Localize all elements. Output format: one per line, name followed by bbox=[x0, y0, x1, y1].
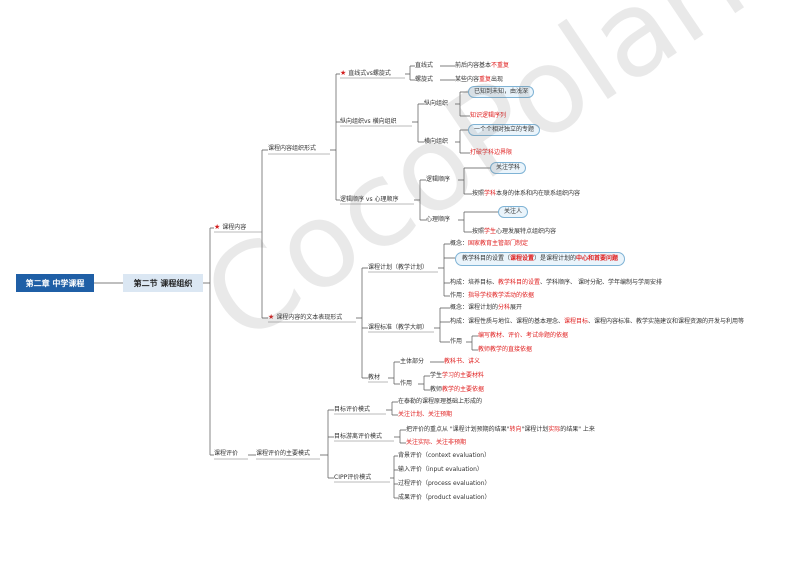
section-node-course-organization: 第二节 课程组织 bbox=[123, 274, 203, 292]
node-textbook-role-2: 教师教学的主要依据 bbox=[430, 386, 484, 394]
node-objective-desc: 在泰勒的课程原理基础上形成的 bbox=[398, 398, 483, 405]
node-standard-composition: 构成：课程性质与地位、课程的基本理念、课程目标、课程内容标准、教学实施建议和课程… bbox=[450, 318, 744, 326]
text-highlight: 转向 bbox=[509, 426, 522, 433]
node-vertical: 纵向组织 bbox=[424, 100, 449, 107]
node-logical: 逻辑顺序 bbox=[426, 176, 451, 183]
text-highlight: 课程设置 bbox=[510, 255, 535, 262]
node-goal-free-key: 关注实际、关注非预期 bbox=[406, 439, 467, 446]
node-logical-vs-psychological: 逻辑顺序 vs 心理顺序 bbox=[340, 196, 399, 203]
text-highlight: 学科 bbox=[484, 190, 497, 197]
bubble-horizontal-note: 一个个相对独立的专题 bbox=[468, 124, 541, 136]
text: 构成：课程性质与地位、课程的基本理念、 bbox=[450, 318, 565, 325]
text: 本身的体系和内在联系组织内容 bbox=[496, 190, 581, 197]
text: 概念：课程计划的 bbox=[450, 304, 499, 311]
star-icon: ★ bbox=[268, 313, 275, 321]
node-course-content: ★ 课程内容 bbox=[214, 223, 246, 232]
node-spiral-desc: 某些内容重复出现 bbox=[455, 76, 503, 84]
node-label: 课程内容 bbox=[222, 224, 247, 231]
node-evaluation-models: 课程评价的主要模式 bbox=[256, 450, 311, 457]
bubble-vertical-note: 已知到未知，由浅深 bbox=[468, 86, 535, 98]
text: ）是课程计划的 bbox=[534, 255, 577, 262]
node-linear-vs-spiral: ★ 直线式vs螺旋式 bbox=[340, 69, 391, 78]
node-standard-role: 作用 bbox=[450, 338, 463, 345]
node-label: 课程内容的文本表现形式 bbox=[276, 314, 343, 321]
text: 按照 bbox=[472, 228, 485, 235]
bubble-plan-core: 教学科目的设置（课程设置）是课程计划的中心和首要问题 bbox=[455, 252, 626, 266]
star-icon: ★ bbox=[214, 223, 221, 231]
node-standard-role-1: 编写教材、评价、考试命题的依据 bbox=[478, 332, 569, 339]
node-plan-concept: 概念：国家教育主管部门制定 bbox=[450, 240, 528, 248]
node-objective-key: 关注计划、关注预期 bbox=[398, 411, 453, 418]
node-goal-free-desc: 把评价的重点从 "课程计划预期的结果"转向"课程计划实际的结果" 上来 bbox=[406, 426, 595, 434]
text: 心理发展特点组织内容 bbox=[496, 228, 557, 235]
node-main-part-value: 教科书、讲义 bbox=[444, 358, 481, 365]
node-psychological-desc: 按照学生心理发展特点组织内容 bbox=[472, 228, 556, 236]
node-horizontal: 横向组织 bbox=[424, 138, 449, 145]
text: 某些内容 bbox=[455, 76, 480, 83]
bubble-psychological-note: 关注人 bbox=[498, 206, 529, 218]
node-vertical-key: 知识逻辑序列 bbox=[470, 112, 507, 119]
text-highlight: 中心和首要问题 bbox=[576, 255, 619, 262]
text: 、学科顺序、 课时分配、学年编制与学周安排 bbox=[540, 279, 662, 286]
node-standard-role-2: 教师教学的直接依据 bbox=[478, 346, 533, 353]
text: 概念： bbox=[450, 240, 469, 247]
node-textbook: 教材 bbox=[368, 374, 381, 381]
node-curriculum-plan: 课程计划（教学计划） bbox=[368, 264, 429, 271]
node-standard-concept: 概念：课程计划的分科展开 bbox=[450, 304, 522, 312]
node-plan-composition: 构成：培养目标、教学科目的设置、学科顺序、 课时分配、学年编制与学周安排 bbox=[450, 279, 662, 287]
text-highlight: 指导学校教学活动的依据 bbox=[468, 292, 535, 299]
node-cipp-model: CIPP评价模式 bbox=[334, 474, 372, 481]
node-spiral: 螺旋式 bbox=[415, 76, 434, 83]
text-highlight: 教学的主要依据 bbox=[442, 386, 485, 393]
text-highlight: 学生 bbox=[484, 228, 497, 235]
text: 把评价的重点从 "课程计划预期的结果" bbox=[406, 426, 510, 433]
text-highlight: 实际 bbox=[548, 426, 561, 433]
text-highlight: 分科 bbox=[498, 304, 511, 311]
node-curriculum-standard: 课程标准（教学大纲） bbox=[368, 324, 429, 331]
node-cipp-process: 过程评价（process evaluation） bbox=[398, 480, 491, 487]
text: 作用： bbox=[450, 292, 469, 299]
text: 教师 bbox=[430, 386, 443, 393]
node-psychological: 心理顺序 bbox=[426, 216, 451, 223]
bubble-logical-note: 关注学科 bbox=[490, 162, 527, 174]
text: 展开 bbox=[510, 304, 523, 311]
node-plan-role: 作用：指导学校教学活动的依据 bbox=[450, 292, 534, 300]
text-highlight: 不重复 bbox=[491, 62, 510, 69]
node-content-organization-forms: 课程内容组织形式 bbox=[268, 145, 317, 152]
text-highlight: 国家教育主管部门制定 bbox=[468, 240, 529, 247]
node-logical-desc: 按照学科本身的体系和内在联系组织内容 bbox=[472, 190, 580, 198]
root-node-chapter: 第二章 中学课程 bbox=[16, 274, 94, 292]
text: 、课程内容标准、教学实施建议和课程资源的开发与利用等 bbox=[588, 318, 745, 325]
text-highlight: 教学科目的设置 bbox=[498, 279, 541, 286]
node-cipp-input: 输入评价（input evaluation） bbox=[398, 466, 483, 473]
node-textbook-role: 作用 bbox=[400, 380, 413, 387]
text: 出现 bbox=[491, 76, 504, 83]
text: 前后内容基本 bbox=[455, 62, 492, 69]
node-text-forms: ★ 课程内容的文本表现形式 bbox=[268, 313, 342, 322]
text-highlight: 课程目标 bbox=[564, 318, 589, 325]
node-horizontal-key: 打破学科边界限 bbox=[470, 149, 513, 156]
star-icon: ★ bbox=[340, 69, 347, 77]
text: 教学科目的设置（ bbox=[462, 255, 511, 262]
node-objective-model: 目标评价模式 bbox=[334, 406, 371, 413]
node-main-part: 主体部分 bbox=[400, 358, 425, 365]
node-goal-free-model: 目标游离评价模式 bbox=[334, 433, 383, 440]
text: 学生 bbox=[430, 372, 443, 379]
text: "课程计划 bbox=[521, 426, 549, 433]
text-highlight: 重复 bbox=[479, 76, 492, 83]
node-linear-desc: 前后内容基本不重复 bbox=[455, 62, 509, 70]
text-highlight: 学习的主要材料 bbox=[442, 372, 485, 379]
node-textbook-role-1: 学生学习的主要材料 bbox=[430, 372, 484, 380]
text: 构成：培养目标、 bbox=[450, 279, 499, 286]
node-vertical-vs-horizontal: 纵向组织vs 横向组织 bbox=[340, 118, 397, 125]
text: 的结果" 上来 bbox=[560, 426, 595, 433]
node-curriculum-evaluation: 课程评价 bbox=[214, 450, 239, 457]
text: 按照 bbox=[472, 190, 485, 197]
node-cipp-product: 成果评价（product evaluation） bbox=[398, 494, 491, 501]
node-linear: 直线式 bbox=[415, 62, 434, 69]
node-label: 直线式vs螺旋式 bbox=[348, 70, 391, 77]
node-cipp-context: 背景评价（context evaluation） bbox=[398, 452, 491, 459]
